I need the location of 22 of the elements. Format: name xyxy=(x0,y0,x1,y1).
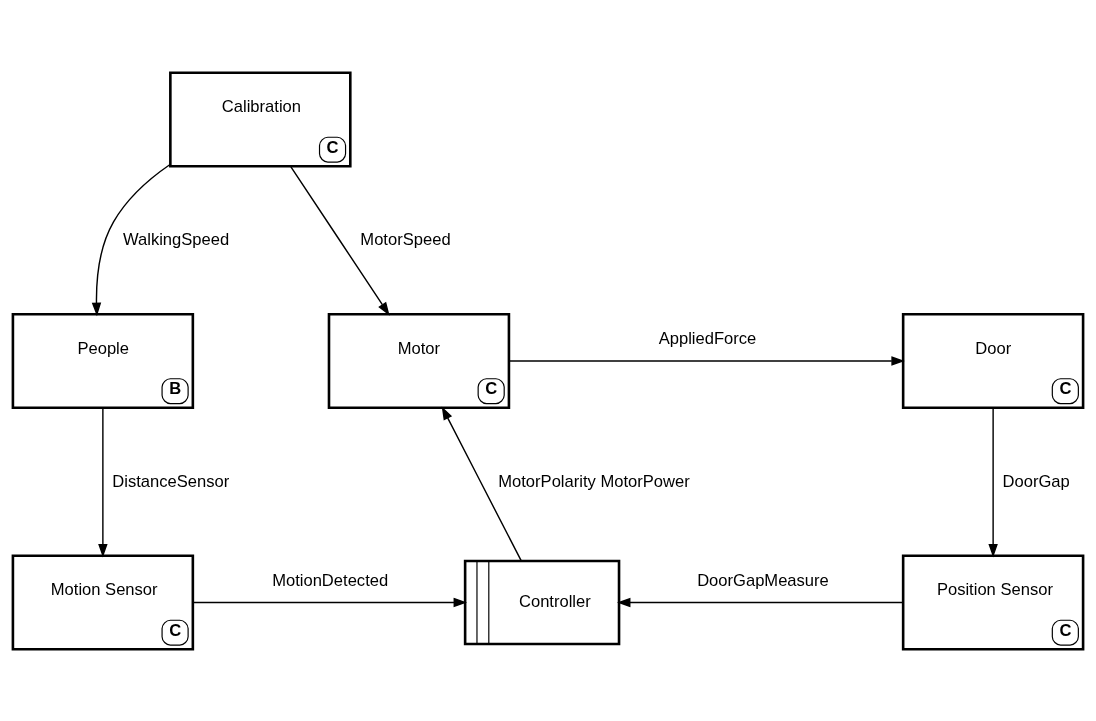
edge-label: MotorPolarity MotorPower xyxy=(498,471,690,491)
arrow xyxy=(192,597,468,607)
arrow xyxy=(290,165,390,316)
node-box: Motor C xyxy=(327,312,511,409)
edge-label: DoorGap xyxy=(1002,471,1070,491)
arrow xyxy=(988,407,998,557)
arrow xyxy=(441,405,522,562)
node-box: People B xyxy=(11,312,195,409)
arrow xyxy=(616,597,904,607)
node-box: Motion Sensor C xyxy=(11,553,195,651)
node-box: Position Sensor C xyxy=(901,553,1085,651)
node-box: Calibration C xyxy=(169,70,352,168)
arrow xyxy=(508,355,905,366)
edge-label: MotionDetected xyxy=(272,570,389,590)
edge-label: DistanceSensor xyxy=(112,471,230,491)
arrow xyxy=(98,407,108,557)
node-box: Door C xyxy=(901,312,1085,409)
edge-label: WalkingSpeed xyxy=(123,229,230,249)
edge-label: DoorGapMeasure xyxy=(697,570,829,590)
arrow xyxy=(91,163,171,316)
edge-label: AppliedForce xyxy=(658,328,757,348)
edge-label: MotorSpeed xyxy=(360,229,451,249)
